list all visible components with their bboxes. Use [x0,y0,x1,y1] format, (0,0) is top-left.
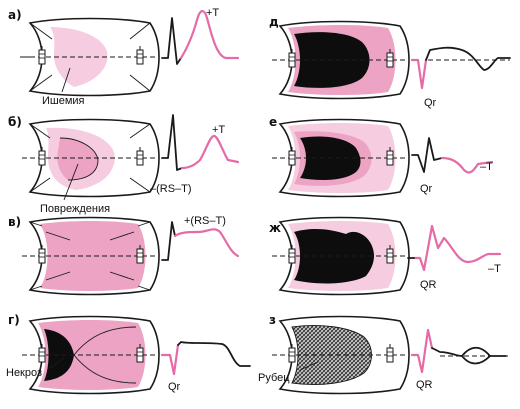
ecg-label-v-st: +(RS–T) [184,215,226,227]
panel-zh-letter: ж [269,221,281,235]
ecg-label-e-t: –T [480,161,493,173]
ecg-trace-zh: QR –T [407,224,501,291]
ecg-label-b-st: –(RS–T) [150,183,192,195]
panel-d: д Qr [269,15,511,109]
ecg-label-zh-t: –T [488,263,501,275]
ecg-trace-b: +T –(RS–T) [150,114,240,195]
heart-wall-a [20,17,160,97]
panel-zh: ж QR –T [269,216,501,296]
panel-b-letter: б) [8,115,22,129]
panel-g: г) Некроз Qr [6,313,251,395]
panel-e: е Qr –T [269,115,493,198]
panel-v: в) +(RS–T) [8,215,240,296]
panel-a: а) Ишемия +T [8,7,240,107]
heart-wall-g [22,315,160,395]
ecg-label-zh-q: QR [420,279,437,291]
heart-wall-z [272,315,410,395]
ecg-label-d-q: Qr [424,97,437,109]
panel-v-letter: в) [8,215,21,229]
panel-z-letter: з [269,313,276,327]
panel-z: з Рубец QR [258,313,508,395]
heart-wall-e [272,118,410,198]
heart-wall-d [272,20,410,100]
ecg-label-b-t: +T [212,124,225,136]
ecg-trace-a: +T [161,7,240,65]
panel-b: б) Повреждения +T –(RS–T) [8,114,240,215]
ecg-label-z-q: QR [416,379,433,391]
heart-wall-b [22,118,160,198]
ecg-label-e-q: Qr [420,183,433,195]
ecg-trace-v: +(RS–T) [161,215,240,261]
panel-d-letter: д [269,15,279,29]
callout-damage: Повреждения [40,203,110,215]
heart-wall-v [22,216,160,296]
ecg-label-g-q: Qr [168,381,181,393]
callout-ischemia: Ишемия [42,95,85,107]
ecg-label-a-t: +T [206,7,219,19]
ecg-trace-g: Qr [160,341,251,393]
ecg-trace-z: QR [410,328,508,391]
panel-e-letter: е [269,115,277,129]
callout-scar: Рубец [258,372,290,384]
panel-a-letter: а) [8,8,22,22]
panel-g-letter: г) [8,313,20,327]
heart-wall-zh [272,216,410,296]
ecg-trace-e: Qr –T [411,137,493,195]
callout-necrosis: Некроз [6,367,42,379]
ecg-trace-d: Qr [410,46,511,109]
